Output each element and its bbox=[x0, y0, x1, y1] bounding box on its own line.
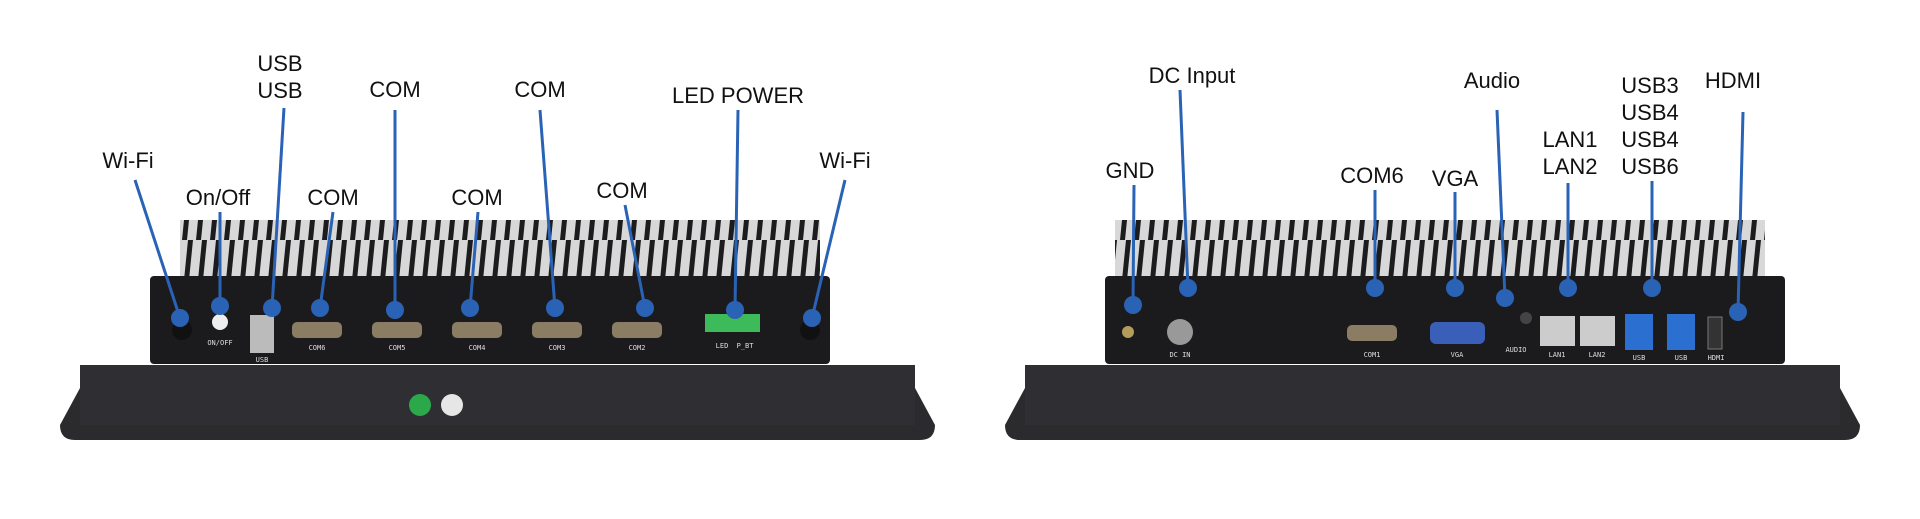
label-audio: Audio bbox=[1463, 68, 1521, 93]
svg-text:VGA: VGA bbox=[1451, 351, 1464, 359]
label-gnd: GND bbox=[1105, 158, 1155, 183]
power-button bbox=[212, 314, 228, 330]
label-hdmi: HDMI bbox=[1704, 68, 1762, 93]
svg-text:COM2: COM2 bbox=[629, 344, 646, 352]
svg-text:DC IN: DC IN bbox=[1169, 351, 1190, 359]
label-com: COM bbox=[514, 77, 566, 102]
label-on-off: On/Off bbox=[185, 185, 251, 210]
left-device: ON/OFF USB COM6 COM5 COM4 COM3 COM2 LED P_BT bbox=[60, 220, 935, 440]
led-power-terminal bbox=[705, 314, 760, 332]
svg-text:LAN2: LAN2 bbox=[1589, 351, 1606, 359]
vga-port bbox=[1430, 322, 1485, 344]
label-com: COM bbox=[451, 185, 503, 210]
com-ports bbox=[292, 322, 662, 338]
svg-text:USB: USB bbox=[1675, 354, 1688, 362]
svg-text:LED: LED bbox=[716, 342, 729, 350]
com1-port bbox=[1347, 325, 1397, 341]
usb-port bbox=[1625, 314, 1653, 350]
label-com6: COM6 bbox=[1340, 163, 1404, 188]
usb-port bbox=[1667, 314, 1695, 350]
label-vga: VGA bbox=[1431, 166, 1479, 191]
certification-sticker bbox=[441, 394, 463, 416]
bottom-plate bbox=[80, 365, 915, 425]
audio-jack bbox=[1520, 312, 1532, 324]
svg-text:USB: USB bbox=[1633, 354, 1646, 362]
certification-sticker bbox=[409, 394, 431, 416]
heatsink-fins bbox=[180, 220, 820, 280]
right-device: DC IN COM1 VGA AUDIO LAN1 LAN2 USB USB HDMI bbox=[1005, 220, 1860, 440]
callout-dots bbox=[171, 279, 1747, 327]
label-dc-input: DC Input bbox=[1148, 63, 1236, 88]
svg-text:COM4: COM4 bbox=[469, 344, 486, 352]
svg-text:COM3: COM3 bbox=[549, 344, 566, 352]
dc-in-jack bbox=[1167, 319, 1193, 345]
svg-text:COM5: COM5 bbox=[389, 344, 406, 352]
label-wifi-left: Wi-Fi bbox=[102, 148, 154, 173]
label-com: COM bbox=[596, 178, 648, 203]
usb-port bbox=[250, 315, 274, 353]
label-wifi-right: Wi-Fi bbox=[819, 148, 871, 173]
label-com: COM bbox=[369, 77, 421, 102]
callout-lines bbox=[133, 89, 1745, 319]
svg-text:USB: USB bbox=[256, 356, 269, 364]
lan2-port bbox=[1580, 316, 1615, 346]
svg-text:ON/OFF: ON/OFF bbox=[207, 339, 232, 347]
lan1-port bbox=[1540, 316, 1575, 346]
svg-text:P_BT: P_BT bbox=[737, 342, 755, 350]
svg-text:AUDIO: AUDIO bbox=[1505, 346, 1526, 354]
svg-text:HDMI: HDMI bbox=[1708, 354, 1725, 362]
label-com: COM bbox=[307, 185, 359, 210]
svg-text:COM1: COM1 bbox=[1364, 351, 1381, 359]
hdmi-port bbox=[1707, 316, 1723, 350]
svg-text:COM6: COM6 bbox=[309, 344, 326, 352]
label-led-power: LED POWER bbox=[671, 83, 805, 108]
svg-text:LAN1: LAN1 bbox=[1549, 351, 1566, 359]
gnd-screw bbox=[1122, 326, 1134, 338]
